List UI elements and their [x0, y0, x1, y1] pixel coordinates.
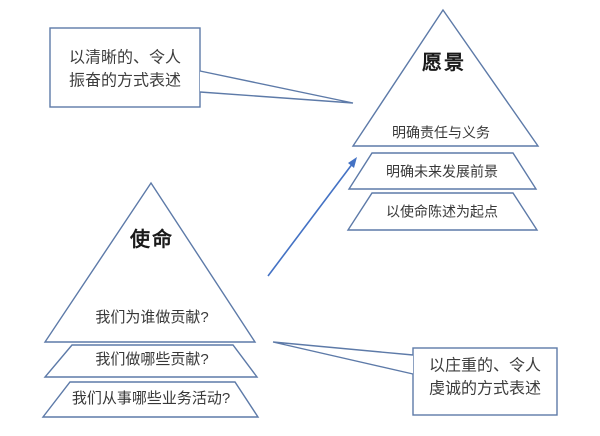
vision-layer-3-label: 以使命陈述为起点: [386, 203, 498, 220]
vision-layer-1-label: 明确责任与义务: [392, 124, 490, 141]
mission-layer-1-label: 我们为谁做贡献?: [95, 309, 209, 326]
callout-top-left-line1: 以清晰的、令人: [68, 49, 182, 67]
mission-to-vision-arrow-head-icon: [348, 157, 357, 168]
mission-pyramid-bottom-layer: [41, 381, 260, 418]
callout-bottom-right-box: [412, 347, 558, 416]
vision-pyramid-middle-layer: [347, 152, 538, 190]
mission-pyramid-top-triangle: [43, 181, 257, 343]
mission-pyramid-middle-layer: [43, 344, 259, 378]
mission-to-vision-arrow-shaft: [267, 162, 354, 277]
callout-bottom-right-line1: 以庄重的、令人: [428, 357, 542, 375]
callout-top-left-line2: 振奋的方式表述: [68, 72, 182, 90]
callout-top-left-tail-outline: [199, 70, 354, 104]
vision-pyramid-top-triangle: [351, 8, 540, 147]
callout-top-left-box: [49, 27, 201, 108]
vision-title: 愿景: [422, 52, 466, 74]
vision-pyramid-bottom-layer: [346, 192, 539, 231]
mission-layer-3-label: 我们从事哪些业务活动?: [71, 390, 231, 407]
callout-bottom-right-line2: 虔诚的方式表述: [428, 380, 542, 398]
vision-layer-2-label: 明确未来发展前景: [386, 163, 498, 180]
callout-bottom-right-tail-outline: [272, 341, 414, 375]
mission-title: 使命: [130, 229, 174, 251]
mission-layer-2-label: 我们做哪些贡献?: [95, 351, 209, 368]
